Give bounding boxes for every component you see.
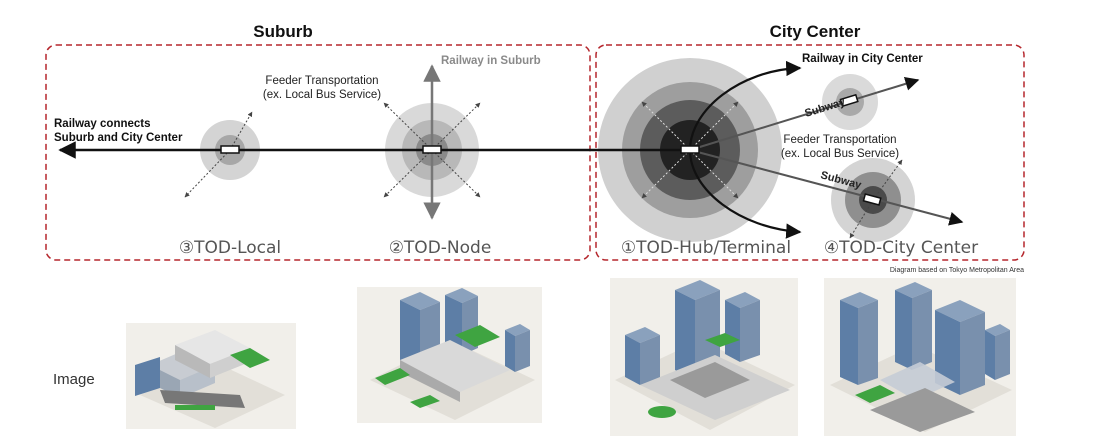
railway-in-suburb-label: Railway in Suburb [441, 55, 541, 67]
feeder-suburb-label-2: (ex. Local Bus Service) [263, 89, 381, 101]
illustration-tod-hub [610, 278, 798, 436]
city-center-region-border [595, 44, 1025, 261]
feeder-arrows-hub [641, 101, 739, 199]
tod-local-label: ③TOD-Local [179, 238, 281, 258]
image-row-label: Image [53, 371, 95, 388]
feeder-arrows-local [184, 111, 253, 198]
railway-connects-label-1: Railway connects [54, 118, 151, 130]
railway-connects-label-2: Suburb and City Center [54, 132, 183, 144]
illustration-tod-local [126, 323, 296, 429]
subway-line-lower [689, 149, 964, 226]
city-center-title: City Center [770, 22, 861, 41]
feeder-arrows-node [383, 102, 481, 198]
tod-city-label: ④TOD-City Center [824, 238, 978, 258]
station-node [422, 145, 442, 154]
station-hub [680, 145, 700, 154]
feeder-city-label-1: Feeder Transportation [783, 134, 896, 146]
tod-node-label: ②TOD-Node [389, 238, 492, 258]
station-subway [839, 93, 859, 108]
feeder-suburb-label-1: Feeder Transportation [265, 75, 378, 87]
feeder-city-label-2: (ex. Local Bus Service) [781, 148, 899, 160]
railway-in-city-label: Railway in City Center [802, 53, 923, 65]
station-city [862, 193, 882, 206]
railway-city-curve-up [688, 60, 802, 151]
illustration-tod-city [824, 278, 1016, 436]
diagram-source-note: Diagram based on Tokyo Metropolitan Area [890, 267, 1024, 274]
subway-line-upper [689, 77, 920, 151]
railway-city-curve-down [688, 149, 802, 239]
station-local [220, 145, 240, 154]
feeder-arrows-city [849, 159, 903, 239]
suburb-title: Suburb [253, 22, 313, 41]
illustration-tod-node [357, 287, 542, 423]
suburb-region-border [45, 44, 591, 261]
tod-hub-label: ①TOD-Hub/Terminal [621, 238, 791, 258]
